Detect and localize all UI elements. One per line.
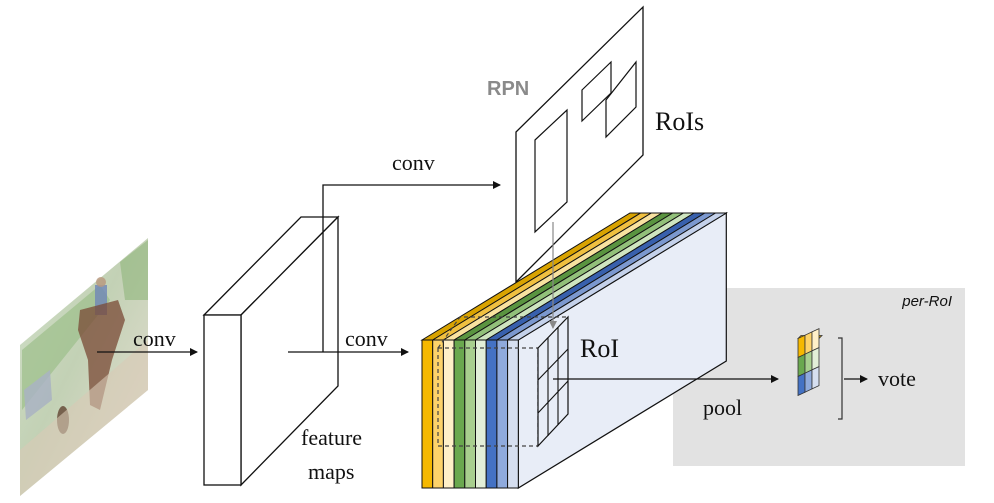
pooled-cell-0-0 xyxy=(797,334,806,359)
pooled-cell-2-0 xyxy=(797,372,806,397)
vote-label: vote xyxy=(878,366,916,391)
rpn-plane xyxy=(515,5,644,284)
conv-label-rpn: conv xyxy=(392,150,435,175)
roi-label: RoI xyxy=(580,334,619,363)
vote-bracket xyxy=(838,337,843,420)
channel-front-7 xyxy=(496,339,509,489)
conv-arrow-rpn xyxy=(322,181,501,352)
pooled-cell-2-1 xyxy=(804,369,813,393)
roi-box-3 xyxy=(605,60,637,139)
roi-cube xyxy=(437,315,569,448)
feature-maps-label-line2: maps xyxy=(308,459,354,484)
conv-label-1: conv xyxy=(133,326,176,351)
pooled-cell-1-0 xyxy=(797,353,806,378)
feature-maps-block xyxy=(202,215,340,487)
feature-maps-label-line1: feature xyxy=(301,425,362,450)
conv-label-2: conv xyxy=(345,326,388,351)
rpn-label: RPN xyxy=(487,78,529,100)
channel-front-2 xyxy=(442,339,455,489)
per-roi-label: per-RoI xyxy=(901,293,952,310)
pooled-cell-1-2 xyxy=(811,346,820,371)
channel-front-4 xyxy=(464,339,476,489)
pool-label: pool xyxy=(703,395,742,420)
channel-front-3 xyxy=(453,339,466,489)
pooled-cell-0-1 xyxy=(804,331,813,355)
pooled-grid xyxy=(797,327,823,397)
channel-front-0 xyxy=(421,339,434,489)
roi-box-1 xyxy=(534,108,568,234)
pooled-cell-2-2 xyxy=(811,365,820,390)
pooled-cell-0-2 xyxy=(811,327,820,352)
rois-label: RoIs xyxy=(655,107,704,136)
channel-front-5 xyxy=(475,339,487,489)
channel-front-6 xyxy=(485,339,498,489)
channel-front-8 xyxy=(507,339,519,489)
pooled-cell-1-1 xyxy=(804,350,813,374)
input-image xyxy=(20,238,148,496)
